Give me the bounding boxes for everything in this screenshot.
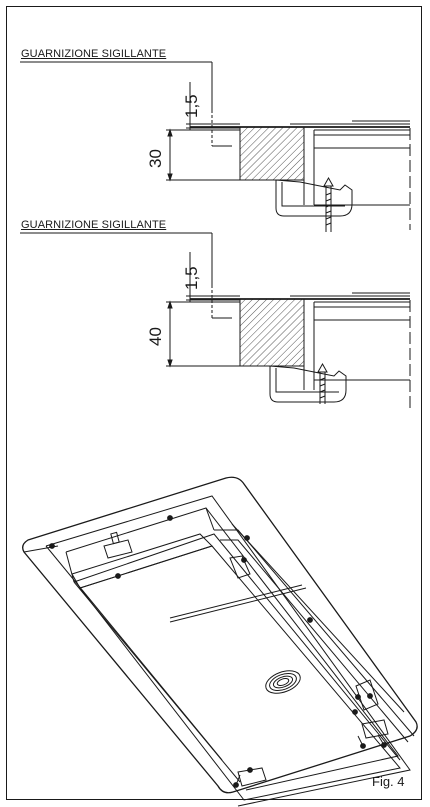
section-detail-bottom <box>20 232 411 410</box>
gasket-dimension-top: 1,5 <box>182 94 201 118</box>
thickness-dimension-bottom: 40 <box>146 327 165 346</box>
gasket-label-bottom: GUARNIZIONE SIGILLANTE <box>21 219 167 231</box>
bracket-middle <box>229 555 251 579</box>
gasket-dimension-bottom: 1,5 <box>182 266 201 290</box>
screws <box>49 515 387 788</box>
bracket-left-bottom <box>237 767 267 787</box>
bracket-top-left <box>103 531 133 559</box>
bracket-right-mid <box>355 679 379 711</box>
fan-grille <box>265 670 301 694</box>
figure-frame <box>6 6 422 800</box>
gasket-label-top: GUARNIZIONE SIGILLANTE <box>21 48 167 60</box>
bracket-right-bottom <box>361 719 389 739</box>
underside-view <box>22 476 418 807</box>
section-detail-top <box>20 61 411 232</box>
figure-label: Fig. 4 <box>372 774 405 789</box>
thickness-dimension-top: 30 <box>146 149 165 168</box>
